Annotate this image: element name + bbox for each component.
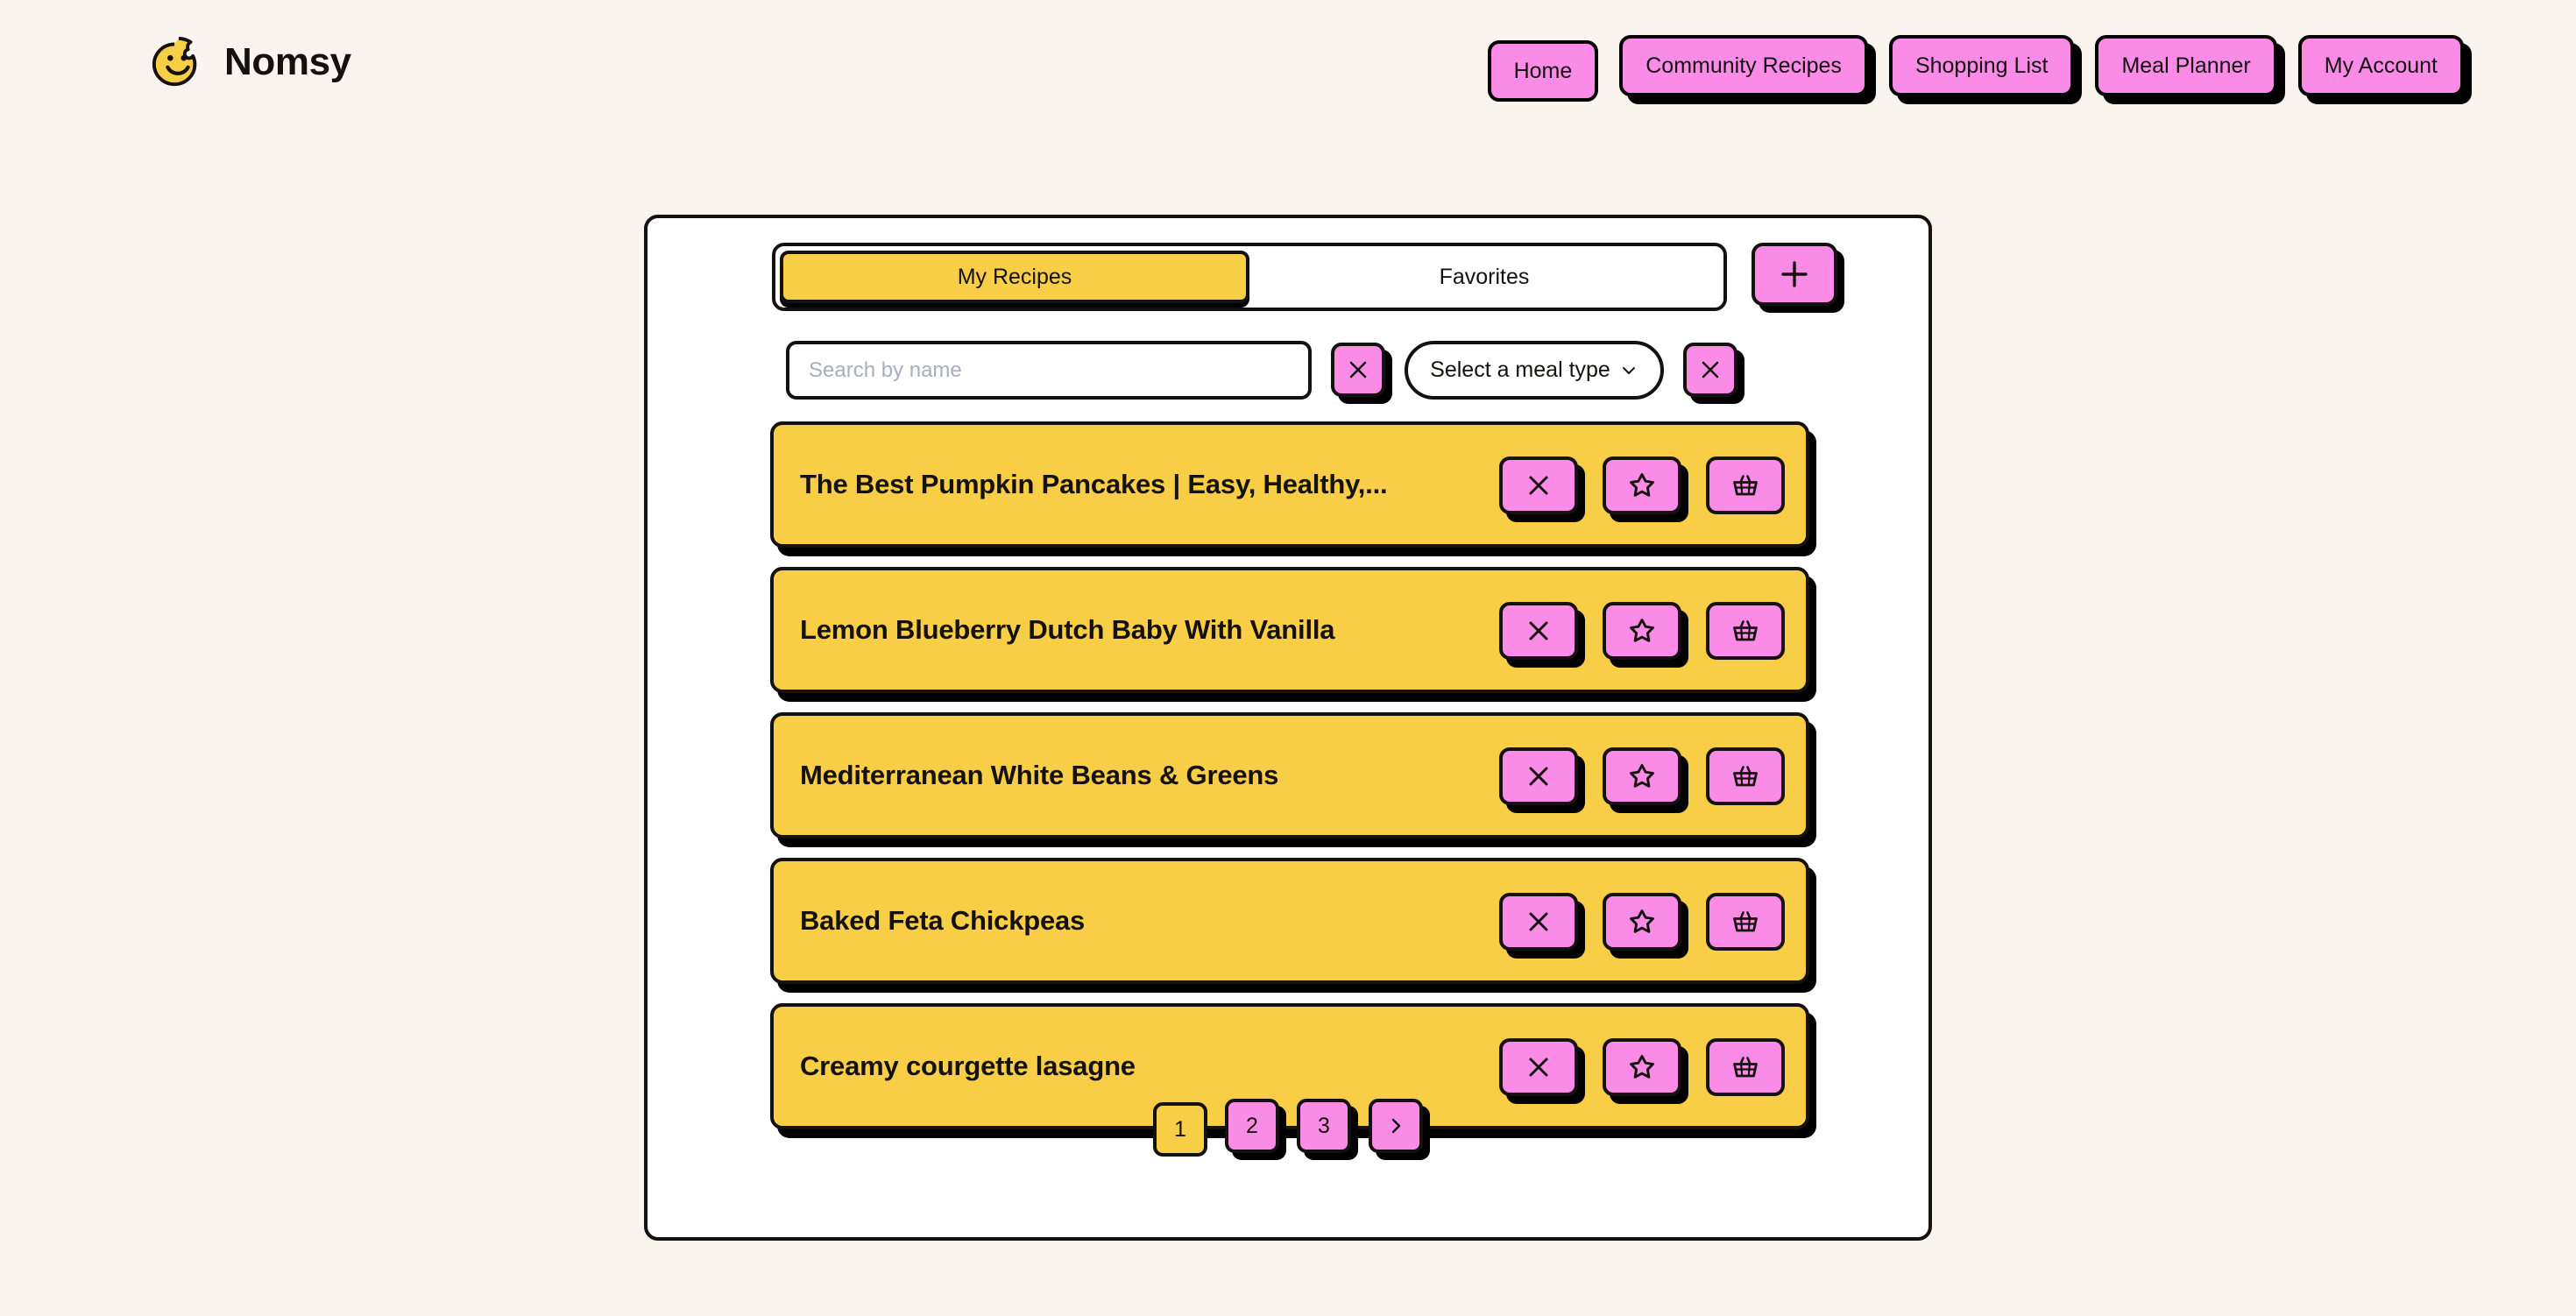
star-icon [1627, 907, 1657, 937]
page-button-1[interactable]: 1 [1153, 1102, 1207, 1157]
row-actions [1499, 600, 1785, 660]
delete-recipe-button[interactable] [1499, 747, 1578, 805]
favorite-recipe-button[interactable] [1603, 1038, 1681, 1096]
shopping-basket-icon [1730, 761, 1760, 791]
shopping-basket-icon [1730, 1052, 1760, 1082]
tab-my-recipes[interactable]: My Recipes [780, 251, 1249, 303]
close-icon [1525, 763, 1552, 789]
recipes-panel: My Recipes Favorites Select a meal type [644, 215, 1932, 1241]
plus-icon [1780, 259, 1809, 289]
meal-type-select[interactable]: Select a meal type [1405, 341, 1664, 400]
chevron-right-icon [1386, 1116, 1405, 1136]
table-row[interactable]: Baked Feta Chickpeas [770, 858, 1809, 984]
nav-home[interactable]: Home [1487, 40, 1599, 102]
delete-recipe-button[interactable] [1499, 1038, 1578, 1096]
search-clear-button[interactable] [1331, 343, 1385, 397]
page-button-3[interactable]: 3 [1297, 1099, 1351, 1153]
recipe-title: The Best Pumpkin Pancakes | Easy, Health… [800, 469, 1388, 499]
shopping-basket-icon [1730, 471, 1760, 500]
star-icon [1627, 616, 1657, 646]
row-actions [1499, 1037, 1785, 1096]
favorite-recipe-button[interactable] [1603, 893, 1681, 951]
close-icon [1525, 618, 1552, 644]
chevron-down-icon [1619, 361, 1638, 380]
close-icon [1525, 909, 1552, 935]
table-row[interactable]: Mediterranean White Beans & Greens [770, 712, 1809, 838]
recipe-title: Lemon Blueberry Dutch Baby With Vanilla [800, 614, 1335, 645]
meal-type-value: Select a meal type [1430, 357, 1610, 382]
bitten-smiley-icon [151, 35, 205, 89]
meal-type-clear-button[interactable] [1683, 343, 1737, 397]
close-icon [1525, 1054, 1552, 1080]
tabs-row: My Recipes Favorites [772, 243, 1837, 316]
brand-name: Nomsy [224, 40, 351, 83]
pagination: 1 2 3 [648, 1099, 1928, 1157]
row-actions [1499, 746, 1785, 805]
page-header: Nomsy Home Community Recipes Shopping Li… [0, 0, 2576, 145]
nav-my-account[interactable]: My Account [2297, 35, 2464, 96]
add-to-shopping-list-button[interactable] [1706, 602, 1785, 660]
row-actions [1499, 891, 1785, 951]
add-recipe-button[interactable] [1752, 243, 1837, 306]
row-actions [1499, 455, 1785, 514]
nav-community-recipes[interactable]: Community Recipes [1619, 35, 1868, 96]
brand: Nomsy [151, 35, 351, 89]
filter-row: Select a meal type [786, 341, 1829, 404]
star-icon [1627, 471, 1657, 500]
page-button-2[interactable]: 2 [1225, 1099, 1279, 1153]
favorite-recipe-button[interactable] [1603, 747, 1681, 805]
table-row[interactable]: The Best Pumpkin Pancakes | Easy, Health… [770, 421, 1809, 548]
star-icon [1627, 761, 1657, 791]
nav-meal-planner[interactable]: Meal Planner [2095, 35, 2277, 96]
main-navigation: Home Community Recipes Shopping List Mea… [1487, 35, 2464, 102]
close-icon [1525, 472, 1552, 499]
add-to-shopping-list-button[interactable] [1706, 456, 1785, 514]
close-icon [1699, 358, 1722, 381]
recipe-title: Creamy courgette lasagne [800, 1051, 1136, 1081]
close-icon [1347, 358, 1369, 381]
table-row[interactable]: Creamy courgette lasagne [770, 1003, 1809, 1129]
add-to-shopping-list-button[interactable] [1706, 893, 1785, 951]
next-page-button[interactable] [1369, 1099, 1423, 1153]
add-to-shopping-list-button[interactable] [1706, 747, 1785, 805]
recipe-title: Mediterranean White Beans & Greens [800, 760, 1279, 790]
shopping-basket-icon [1730, 616, 1760, 646]
favorite-recipe-button[interactable] [1603, 602, 1681, 660]
favorite-recipe-button[interactable] [1603, 456, 1681, 514]
search-input[interactable] [786, 341, 1312, 400]
tab-group: My Recipes Favorites [772, 243, 1727, 311]
shopping-basket-icon [1730, 907, 1760, 937]
tab-favorites[interactable]: Favorites [1249, 251, 1719, 303]
star-icon [1627, 1052, 1657, 1082]
nav-shopping-list[interactable]: Shopping List [1888, 35, 2075, 96]
table-row[interactable]: Lemon Blueberry Dutch Baby With Vanilla [770, 567, 1809, 693]
recipe-title: Baked Feta Chickpeas [800, 905, 1086, 936]
recipe-list: The Best Pumpkin Pancakes | Easy, Health… [770, 421, 1809, 1129]
add-to-shopping-list-button[interactable] [1706, 1038, 1785, 1096]
delete-recipe-button[interactable] [1499, 602, 1578, 660]
delete-recipe-button[interactable] [1499, 893, 1578, 951]
delete-recipe-button[interactable] [1499, 456, 1578, 514]
